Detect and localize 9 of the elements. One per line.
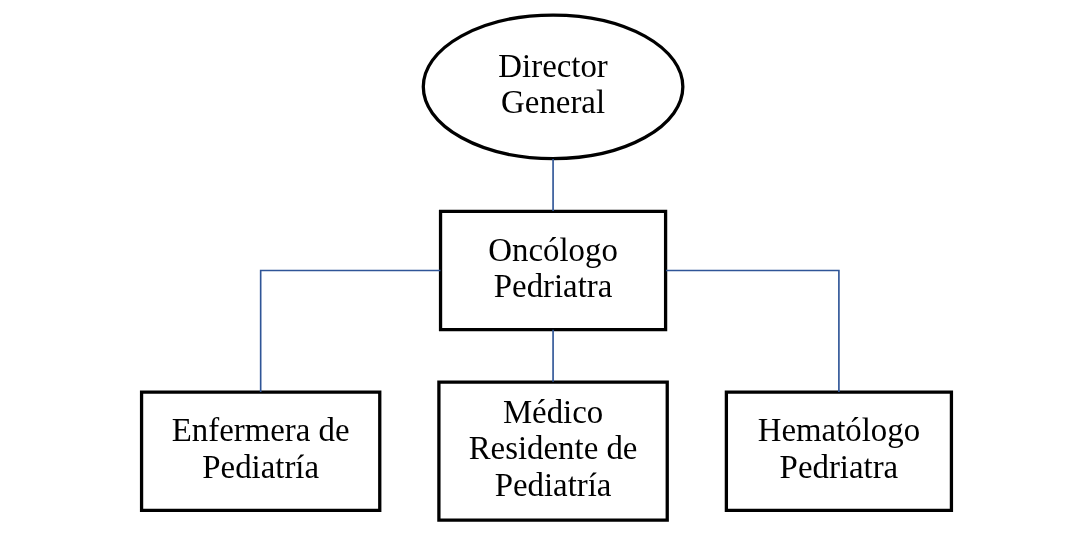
connector bbox=[551, 158, 554, 212]
node-box: Hematólogo Pedriatra bbox=[724, 390, 953, 512]
node-box: Enfermera de Pediatría bbox=[139, 390, 381, 512]
connector bbox=[664, 269, 840, 393]
connector bbox=[551, 328, 554, 383]
node-box: Médico Residente de Pediatría bbox=[436, 380, 669, 522]
node-box: Oncólogo Pedriatra bbox=[438, 209, 667, 332]
node-ellipse: Director General bbox=[421, 13, 684, 161]
connector bbox=[259, 269, 441, 393]
